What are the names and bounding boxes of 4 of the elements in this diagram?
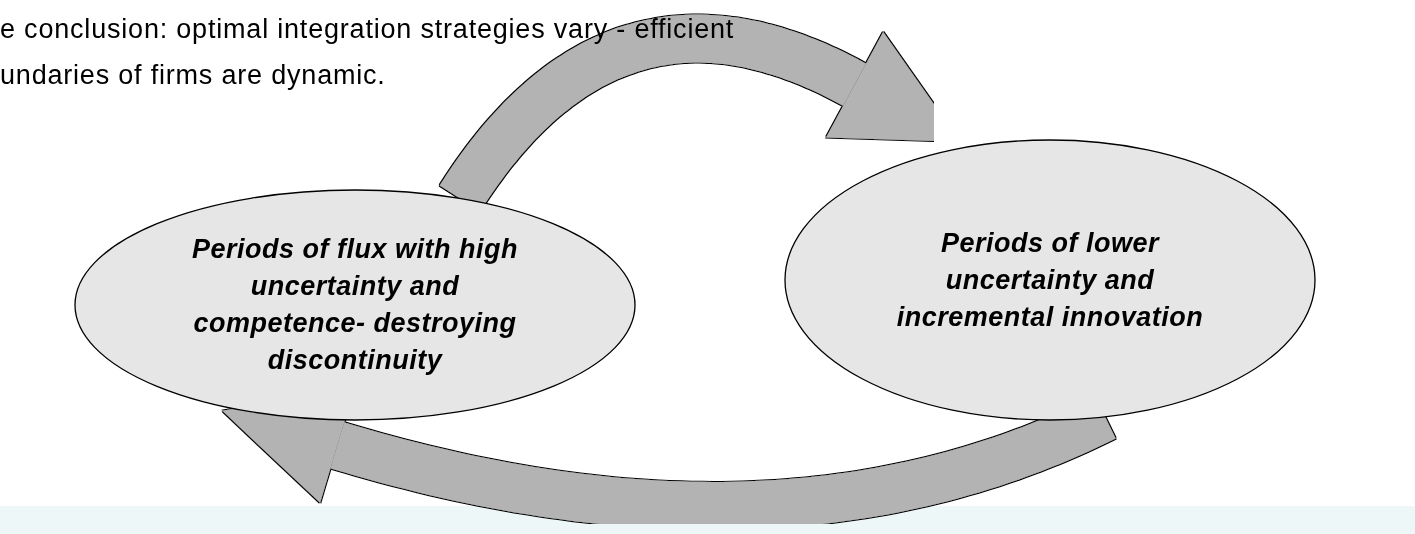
heading-text: e conclusion: optimal integration strategies vary - efficient [0,14,735,45]
heading-text: undaries of firms are dynamic. [0,60,386,91]
ellipse-label: Periods of lower uncertainty and incremental innovation [895,226,1205,334]
ellipse-label: Periods of flux with high uncertainty and competence- destroying discontinuity [191,233,519,377]
